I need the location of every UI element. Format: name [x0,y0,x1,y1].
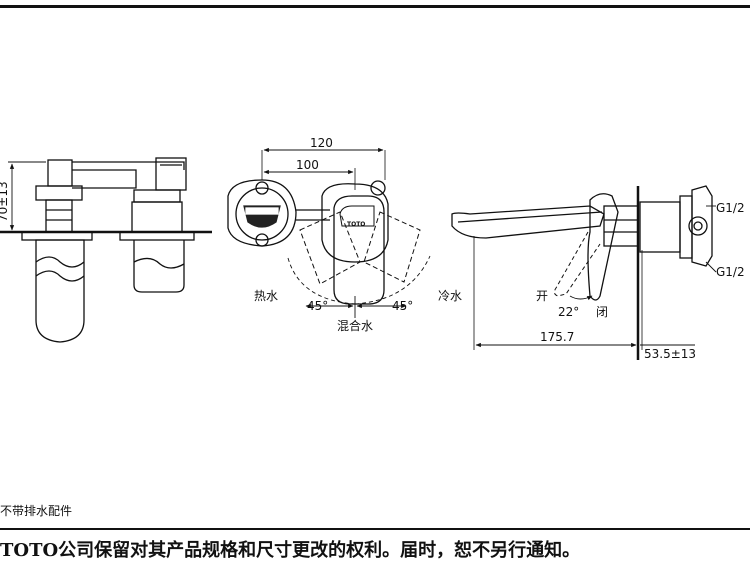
side-view [0,157,212,343]
front-logo: TOTO [347,221,365,228]
profile-dim-depth: 53.5±13 [644,347,696,361]
break-line [35,256,85,268]
front-label-hot: 热水 [254,289,278,303]
footer: TOTO公司保留对其产品规格和尺寸更改的权利。届时，恕不另行通知。 [0,536,580,562]
front-angle-left: 45° [307,299,328,313]
profile-thread-top: G1/2 [716,201,745,215]
footer-text: 公司保留对其产品规格和尺寸更改的权利。届时，恕不另行通知。 [58,540,581,561]
front-view [227,147,431,318]
spout [451,205,605,239]
side-height-dim: 70±13 [0,181,10,222]
spout-housing [133,189,181,203]
top-rule [0,5,750,8]
profile-label-close: 闭 [596,305,608,319]
connector-pipe [72,169,137,189]
profile-angle: 22° [558,305,579,319]
profile-view [451,185,717,360]
hot-valve-plate [227,179,297,247]
profile-thread-bottom: G1/2 [716,265,745,279]
profile-label-open: 开 [536,289,548,303]
note-text: 不带排水配件 [0,504,73,518]
front-label-cold: 冷水 [438,289,462,303]
front-dim-100: 100 [296,158,319,172]
profile-dim-spout: 175.7 [540,330,574,344]
lever-handle [587,193,619,301]
escutcheon-plate [321,183,389,263]
footer-brand: TOTO [0,540,59,561]
mixer-handle [333,195,385,305]
technical-drawing: 70±13 120 100 TOTO 热水 冷水 [0,136,745,361]
bottom-rule [0,528,750,530]
thread-fitting [688,216,708,236]
front-dim-120: 120 [310,136,333,150]
front-angle-right: 45° [392,299,413,313]
mixer-body [35,239,85,343]
front-label-mixed: 混合水 [337,318,373,333]
